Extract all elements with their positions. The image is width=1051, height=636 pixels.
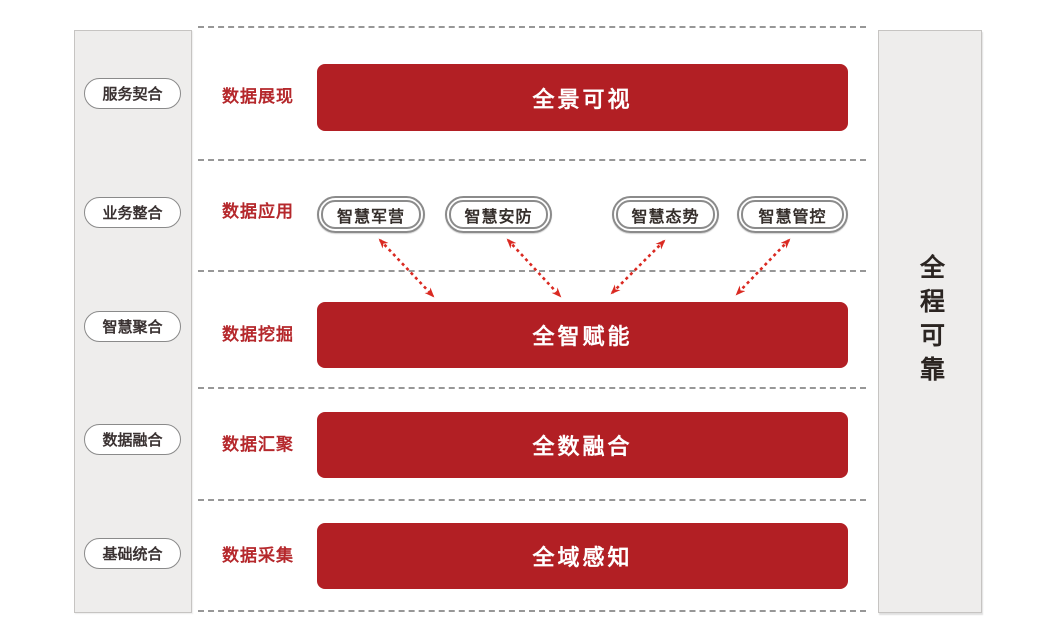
app-pill-smart-security: 智慧安防 (445, 196, 552, 233)
app-pill-label: 智慧军营 (321, 200, 421, 229)
dotted-divider (198, 159, 866, 161)
app-pill-smart-situation: 智慧态势 (612, 196, 719, 233)
side-pill-business-integration: 业务整合 (84, 197, 181, 228)
side-pill-basic-unification: 基础统合 (84, 538, 181, 569)
layer-bar-full-domain-sensing: 全域感知 (317, 523, 848, 589)
side-pill-smart-aggregation: 智慧聚合 (84, 311, 181, 342)
row-label-data-convergence: 数据汇聚 (222, 435, 294, 454)
app-pill-label: 智慧态势 (616, 200, 715, 229)
side-pill-service-fit: 服务契合 (84, 78, 181, 109)
layer-bar-full-data-fusion: 全数融合 (317, 412, 848, 478)
app-pill-label: 智慧安防 (449, 200, 548, 229)
row-label-data-collection: 数据采集 (222, 546, 294, 565)
app-pill-smart-control: 智慧管控 (737, 196, 848, 233)
layer-bar-panoramic-visibility: 全景可视 (317, 64, 848, 131)
dotted-divider (198, 499, 866, 501)
app-pill-smart-barracks: 智慧军营 (317, 196, 425, 233)
dotted-divider (198, 610, 866, 612)
flow-arrows (378, 238, 791, 298)
layer-bar-full-intelligence: 全智赋能 (317, 302, 848, 368)
dotted-divider (198, 387, 866, 389)
right-banner-title: 全程可靠 (916, 253, 945, 390)
flow-arrow-4 (735, 238, 791, 296)
side-pill-data-fusion: 数据融合 (84, 424, 181, 455)
app-pill-label: 智慧管控 (741, 200, 844, 229)
flow-arrow-3 (610, 239, 666, 295)
row-label-data-application: 数据应用 (222, 202, 294, 221)
flow-arrow-2 (506, 238, 562, 298)
dotted-divider (198, 26, 866, 28)
flow-arrow-1 (378, 238, 435, 298)
row-label-data-presentation: 数据展现 (222, 87, 294, 106)
right-banner: 全程可靠 (878, 30, 982, 613)
row-label-data-mining: 数据挖掘 (222, 325, 294, 344)
